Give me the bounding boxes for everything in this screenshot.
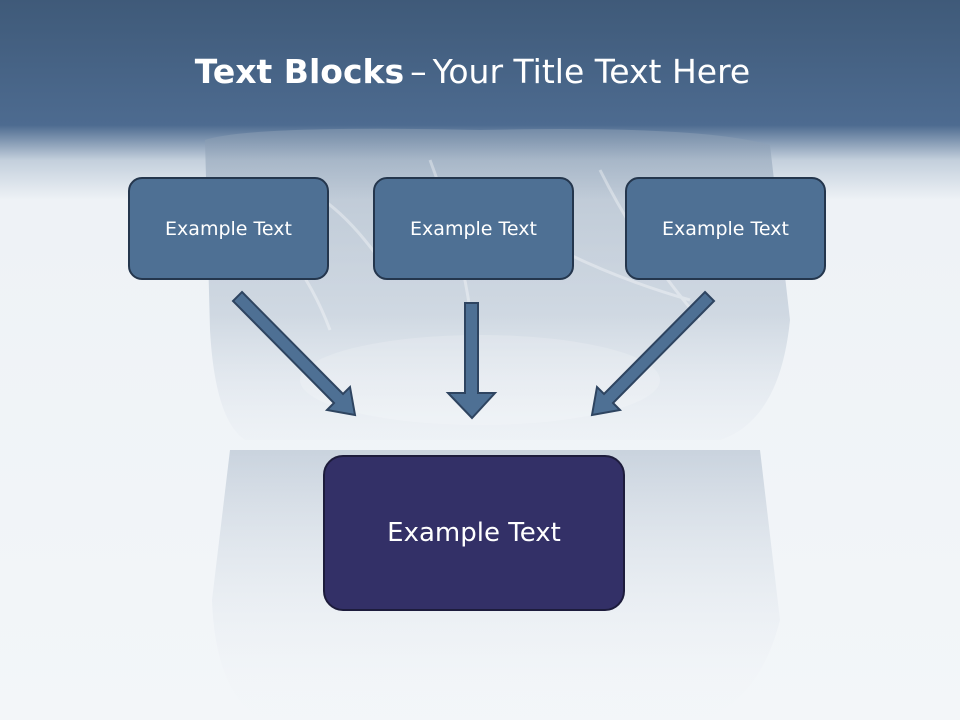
text-block-center-label: Example Text: [410, 217, 537, 240]
text-block-main-label: Example Text: [387, 518, 561, 548]
title-strong-text: Text Blocks: [194, 52, 405, 91]
text-block-left[interactable]: Example Text: [128, 177, 329, 280]
text-block-center[interactable]: Example Text: [373, 177, 574, 280]
text-block-left-label: Example Text: [165, 217, 292, 240]
text-block-right-label: Example Text: [662, 217, 789, 240]
text-block-right[interactable]: Example Text: [625, 177, 826, 280]
text-block-main[interactable]: Example Text: [323, 455, 625, 611]
title-separator: –: [410, 52, 427, 91]
slide-title: Text Blocks–Your Title Text Here: [0, 52, 945, 91]
title-rest-text: Your Title Text Here: [432, 52, 751, 91]
